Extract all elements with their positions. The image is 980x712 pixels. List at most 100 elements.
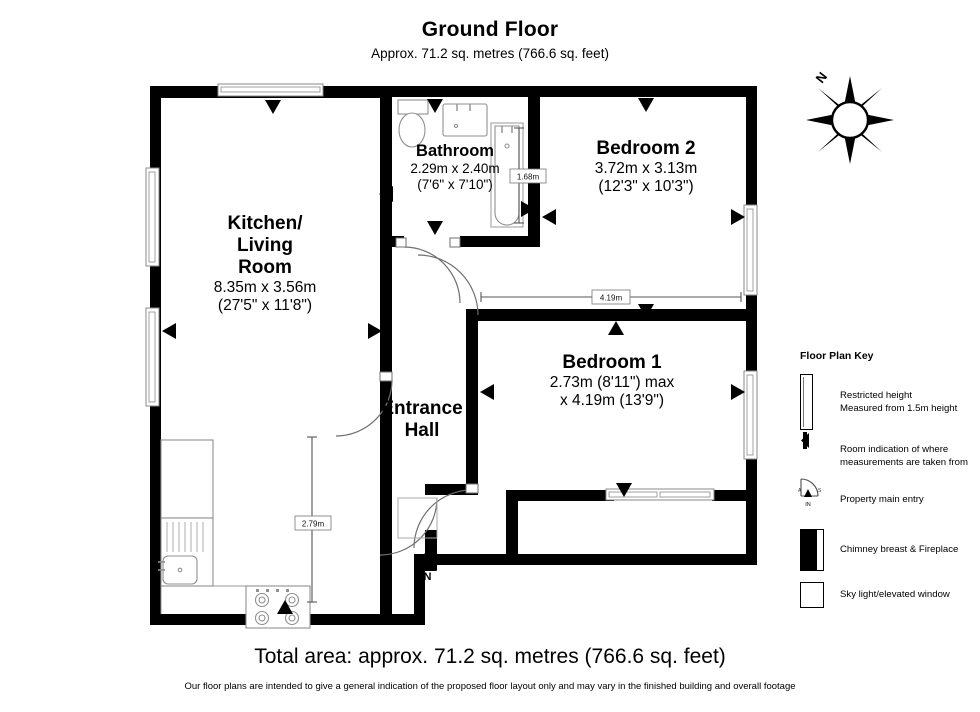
marker-bathroom-right [521,201,535,217]
bathtub-waste-icon [504,143,510,149]
wall-kitchen-right [380,86,392,352]
room-dim-metric: 8.35m x 3.56m [213,279,317,297]
wall-bathroom-left-top [380,86,392,116]
legend-line-1: Room indication of where [840,444,949,456]
room-name: Bathroom [416,142,494,160]
wall-bedroom1-left [466,309,478,484]
wall-store-left [506,490,518,565]
marker-bathroom-left [379,186,393,202]
window-bedroom2-right-inner [746,208,754,292]
legend-item-main-entry: Property main entry [800,478,978,522]
kitchen-counter-left-upper [160,439,214,519]
marker-main-entry-in [415,551,437,571]
marker-bedroom2-right [731,209,745,225]
dimension-labels-layer: 4.19m 1.68m 2.79m [294,168,631,531]
room-label-entrance-hall: Entrance Hall [360,398,484,442]
kitchen-sink-waste-icon [177,567,183,573]
marker-kitchen-left [162,323,176,339]
door-bedroom1-arc [413,489,473,549]
room-label-bedroom-1: Bedroom 1 2.73m (8'11") max x 4.19m (13'… [512,352,712,410]
marker-kitchen-top [265,100,281,114]
marker-bedroom2-top [638,98,654,112]
room-label-bedroom-2: Bedroom 2 3.72m x 3.13m (12'3" x 10'3") [562,138,730,196]
marker-bedroom2-bottom [638,304,654,318]
wall-hall-bottom-strip [425,554,507,565]
marker-bedroom1-top [608,321,624,335]
dimvalue-bedroom1: 4.19m [600,294,623,303]
legend-measurement-icon [801,432,809,449]
marker-kitchen-right [368,323,382,339]
marker-bathroom-top [427,99,443,113]
disclaimer-text: Our floor plans are intended to give a g… [184,681,796,692]
room-dim-metric: 2.73m (8'11") max [549,374,675,392]
marker-store-top [616,483,632,497]
room-label-kitchen-living: Kitchen/ Living Room 8.35m x 3.56m (27'5… [170,213,360,315]
window-kitchen-top-inner [220,86,321,93]
legend-item-restricted-height: Restricted height Measured from 1.5m hei… [800,374,978,436]
compass-center-circle [830,100,870,140]
wall-store-top-right [712,490,757,501]
hob-controls-icon [256,589,289,592]
legend-line-1: Restricted height [840,390,912,401]
legend-item-text: Chimney breast & Fireplace [826,544,958,557]
dimbox-kitchen [294,515,332,531]
legend-item-text: Property main entry [826,494,924,507]
legend-entry-a-label: A [798,488,802,494]
doors-layer [335,237,479,556]
skylight-swatch [800,582,826,608]
bathroom-fixtures [397,99,524,228]
wall-bathroom-bottom [460,236,540,247]
window-bedroom1-right-inner [746,374,754,456]
total-area-text: Total area: approx. 71.2 sq. metres (766… [254,645,726,668]
legend-item-skylight: Sky light/elevated window [800,578,978,612]
room-name-line3: Room [238,257,292,279]
page-title: Ground Floor [421,18,559,41]
wall-hall-bottom [425,484,478,495]
door-kitchen-hall-arc [335,379,393,437]
dimvalue-kitchen: 2.79m [302,520,325,529]
legend-line-2: measurements are taken from [840,457,968,468]
washbasin-icon [442,103,488,137]
window-kitchen-left-lower-inner [148,311,156,403]
room-dim-metric: 2.29m x 2.40m [410,161,500,177]
entry-marker-label: IN [420,571,432,583]
room-name-line1: Kitchen/ [227,213,303,234]
window-store-top-inner2 [659,491,711,498]
room-name: Bedroom 1 [562,352,662,373]
kitchen-fixtures [158,439,311,629]
room-dim-metric: 3.72m x 3.13m [594,160,698,178]
legend-item-text: Room indication of where measurements ar… [826,444,968,469]
door-jamb-kitchen-hall [379,371,393,382]
page-subtitle: Approx. 71.2 sq. metres (766.6 sq. feet) [371,46,609,62]
door-bedroom2-arc [417,254,479,316]
window-kitchen-left-upper-inner [148,171,156,263]
walls-layer [150,86,757,625]
room-label-bathroom: Bathroom 2.29m x 2.40m (7'6" x 7'10") [385,142,525,192]
legend-line-1: Property main entry [840,493,924,505]
legend-item-room-indication: Room indication of where measurements ar… [800,440,978,474]
hob-burner-4-inner [288,614,296,622]
room-dim-imperial: (7'6" x 7'10") [417,176,493,192]
door-leaf-main-entry [397,497,438,539]
legend-item-text: Restricted height Measured from 1.5m hei… [826,374,957,415]
wall-bedroom2-left [528,86,540,246]
door-jamb-bathroom [395,237,407,248]
window-store-top-inner [608,491,658,498]
kitchen-drainer-icon [166,522,204,552]
kitchen-hob-icon [245,585,311,629]
wall-bedroom2-bedroom1 [466,309,757,321]
legend-entry-in-marker: IN [804,489,812,508]
room-name-line2: Hall [404,420,440,442]
legend-line-1: Sky light/elevated window [840,588,950,600]
svg-text:IN: IN [805,502,811,508]
compass-north-label: N [813,69,831,86]
legend-item-text: Sky light/elevated window [826,589,950,602]
room-dim-imperial: (27'5" x 11'8") [217,297,313,315]
legend-item-chimney: Chimney breast & Fireplace [800,526,978,574]
marker-bedroom1-right [731,384,745,400]
floor-plan-key: Floor Plan Key Restricted height Measure… [800,350,978,616]
hob-burner-1-inner [258,596,266,604]
wall-store-top-left [506,490,614,501]
compass-rose: N [806,69,894,164]
